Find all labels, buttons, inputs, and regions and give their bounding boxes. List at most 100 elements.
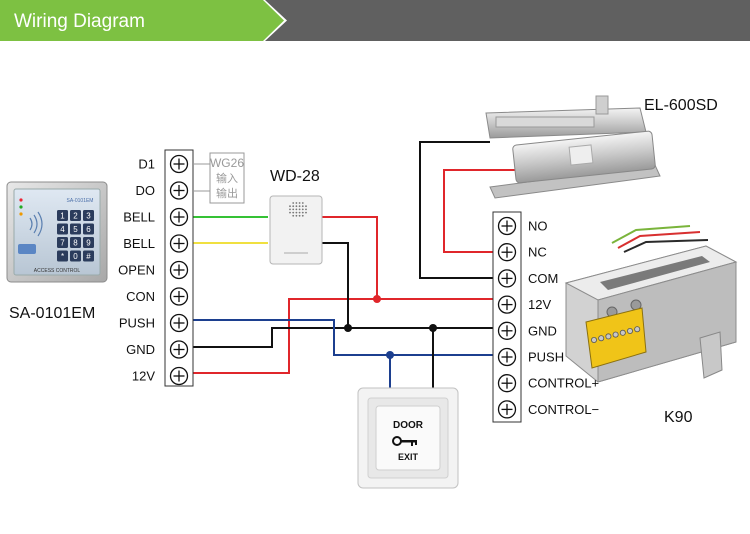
left-terminal-label: BELL bbox=[123, 236, 155, 251]
psu-screw-icon bbox=[605, 333, 612, 340]
exit-button-press bbox=[375, 405, 441, 471]
doorbell-label: WD-28 bbox=[270, 168, 320, 185]
reader-panel-text: ACCESS CONTROL bbox=[34, 268, 81, 274]
psu-wire-red bbox=[617, 231, 701, 249]
terminal-screw-icon bbox=[169, 154, 189, 174]
rfid-icon bbox=[29, 211, 43, 237]
doorbell-body bbox=[269, 195, 323, 265]
wire-gnd-black bbox=[192, 327, 494, 348]
right-terminal-label: NO bbox=[528, 219, 548, 234]
psu-wire-green bbox=[611, 225, 691, 244]
err-led-icon bbox=[19, 212, 23, 216]
terminal-screw-icon bbox=[169, 340, 189, 359]
keypad-key-label: 4 bbox=[60, 225, 65, 234]
psu-screw-icon bbox=[619, 329, 626, 336]
ok-led-icon bbox=[19, 205, 23, 209]
keypad-key-label: 6 bbox=[86, 225, 91, 234]
keypad-key-label: 2 bbox=[73, 212, 78, 221]
magnetic-lock bbox=[485, 95, 661, 199]
right-terminal-label: COM bbox=[528, 271, 558, 286]
doorbell-device bbox=[269, 195, 323, 265]
keypad-key bbox=[70, 250, 81, 262]
wg26-output-label: 输出 bbox=[216, 186, 238, 200]
keypad-key bbox=[83, 237, 94, 248]
terminal-screw-icon bbox=[169, 287, 189, 306]
psu-screw-icon bbox=[591, 336, 598, 343]
wg26-box: WG26 输入 输出 bbox=[209, 152, 245, 204]
psu-terminal-block bbox=[585, 307, 647, 369]
power-led-icon bbox=[19, 198, 23, 202]
wire-lock-red bbox=[443, 169, 516, 253]
wire-doorbell-black bbox=[322, 242, 349, 328]
left-terminal-label: BELL bbox=[123, 210, 155, 225]
exit-button-line1: DOOR bbox=[393, 420, 424, 431]
junction-12v bbox=[373, 295, 381, 303]
right-terminal-label: CONTROL− bbox=[528, 402, 599, 417]
terminal-screw-icon bbox=[497, 321, 517, 340]
terminal-screw-icon bbox=[169, 313, 189, 333]
junction-push bbox=[386, 351, 394, 359]
wire-push-blue bbox=[192, 319, 494, 356]
keypad-key-label: * bbox=[61, 252, 64, 261]
psu-screw-icon bbox=[634, 326, 641, 333]
right-terminal-label: NC bbox=[528, 245, 547, 260]
lock-bracket-tab bbox=[595, 95, 609, 115]
terminal-screw-icon bbox=[169, 207, 189, 227]
left-terminal-label: PUSH bbox=[119, 316, 155, 331]
psu-wire-black bbox=[623, 239, 709, 253]
reader-label: SA-0101EM bbox=[9, 305, 95, 322]
wg26-input-label: 输入 bbox=[216, 171, 238, 185]
left-terminal-label: D1 bbox=[138, 157, 155, 172]
terminal-screw-icon bbox=[497, 269, 517, 288]
keypad-key-label: 0 bbox=[73, 252, 78, 261]
lock-bracket-slot bbox=[495, 116, 595, 128]
left-terminal-label: CON bbox=[126, 289, 155, 304]
right-terminal-screws bbox=[497, 216, 517, 419]
keypad-key-label: 3 bbox=[86, 212, 91, 221]
right-terminal-label: CONTROL+ bbox=[528, 376, 599, 391]
lock-label: EL-600SD bbox=[644, 97, 718, 114]
speaker-grille-icon bbox=[289, 202, 307, 217]
keypad-key bbox=[83, 210, 94, 221]
keypad-key bbox=[70, 237, 81, 248]
keypad-key-label: 7 bbox=[60, 239, 65, 248]
key-icon bbox=[392, 436, 417, 446]
power-supply bbox=[564, 225, 738, 383]
junction-gnd-1 bbox=[344, 324, 352, 332]
left-terminal-screws bbox=[169, 154, 189, 386]
keypad-key-label: 8 bbox=[73, 239, 78, 248]
exit-button: DOOR EXIT bbox=[357, 387, 459, 489]
keypad-key-label: 5 bbox=[73, 225, 78, 234]
terminal-screw-icon bbox=[497, 400, 517, 419]
header-bar: Wiring Diagram bbox=[0, 0, 750, 41]
right-terminal-label: 12V bbox=[528, 297, 551, 312]
left-terminal-label: DO bbox=[136, 183, 156, 198]
right-terminal-labels: NO NC COM 12V GND PUSH CONTROL+ CONTROL− bbox=[528, 219, 599, 417]
wg26-frame bbox=[209, 152, 245, 204]
lock-label-plate bbox=[568, 144, 594, 166]
keypad-key bbox=[57, 237, 68, 248]
right-terminal-label: PUSH bbox=[528, 350, 564, 365]
psu-label-strip bbox=[600, 256, 710, 290]
keypad-key bbox=[57, 223, 68, 235]
exit-button-line2: EXIT bbox=[398, 452, 419, 462]
terminal-screw-icon bbox=[497, 216, 517, 236]
psu-screw-icon bbox=[627, 327, 634, 334]
right-terminal-label: GND bbox=[528, 323, 557, 338]
keypad-key-label: 9 bbox=[86, 239, 91, 248]
keypad-key bbox=[70, 210, 81, 221]
junction-gnd-2 bbox=[429, 324, 437, 332]
bell-key bbox=[18, 244, 36, 254]
wire-12v-red bbox=[192, 298, 494, 374]
terminal-screw-icon bbox=[497, 347, 517, 367]
keypad-key-label: # bbox=[86, 252, 91, 261]
keypad-key bbox=[57, 210, 68, 221]
terminal-screw-icon bbox=[497, 243, 517, 262]
psu-mount-ear bbox=[699, 331, 723, 379]
psu-screw-icon bbox=[612, 331, 619, 338]
terminal-screw-icon bbox=[169, 234, 189, 253]
